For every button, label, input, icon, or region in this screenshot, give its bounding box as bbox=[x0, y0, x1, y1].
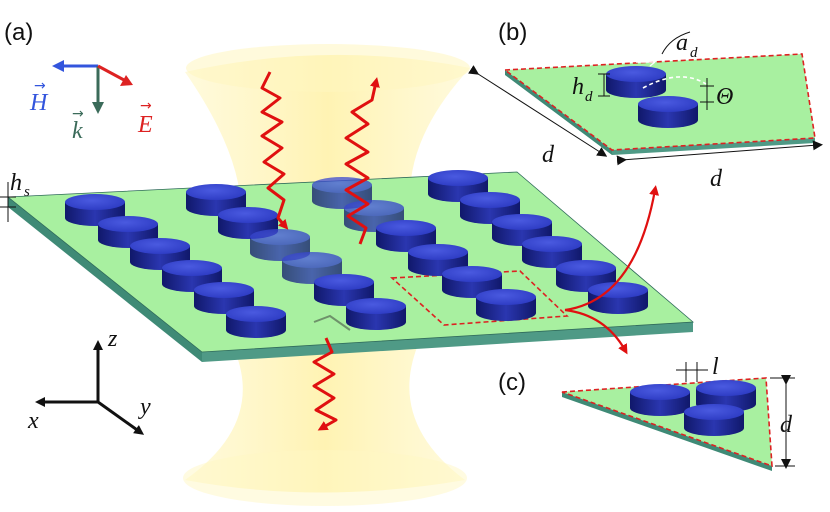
h-vector-arrow: → bbox=[34, 78, 46, 94]
nanodisk bbox=[346, 298, 406, 330]
inset-c-disk-3 bbox=[684, 404, 744, 436]
k-vector-arrow: → bbox=[72, 106, 84, 122]
pointer-to-b bbox=[564, 185, 660, 312]
nanodisk bbox=[226, 306, 286, 338]
k-vector-label: k bbox=[72, 118, 83, 144]
d-c-label: d bbox=[780, 412, 793, 438]
ad-label: a bbox=[676, 30, 688, 56]
hd-label: h bbox=[572, 74, 584, 100]
axis-z-label: z bbox=[107, 326, 118, 352]
transmitted-wave-shadow bbox=[313, 314, 351, 331]
hd-subscript: d bbox=[585, 89, 593, 105]
inset-b-disk-2 bbox=[638, 96, 698, 128]
axis-x-label: x bbox=[27, 408, 39, 434]
d-left-label: d bbox=[542, 142, 555, 168]
hs-subscript: s bbox=[24, 184, 30, 200]
d-bottom-label: d bbox=[710, 166, 723, 192]
hs-dimension: h s bbox=[0, 170, 30, 222]
incident-wave-2 bbox=[344, 77, 380, 245]
axis-y-label: y bbox=[138, 394, 151, 420]
inset-c-disk-1 bbox=[630, 384, 690, 416]
inset-b-unit-cell: a d h d Θ d d bbox=[468, 30, 823, 192]
hs-label: h bbox=[10, 170, 22, 196]
pointer-to-c bbox=[564, 308, 628, 355]
light-beam-lower bbox=[183, 340, 467, 506]
l-label: l bbox=[712, 354, 719, 380]
incident-wave-1 bbox=[260, 71, 289, 230]
ad-subscript: d bbox=[690, 45, 698, 61]
theta-label: Θ bbox=[716, 84, 733, 110]
field-vector-triad: H → k → E → bbox=[29, 60, 153, 144]
panel-label-b: (b) bbox=[498, 19, 527, 46]
h-field-label: H bbox=[29, 90, 49, 116]
transmitted-wave bbox=[312, 337, 338, 431]
panel-label-a: (a) bbox=[4, 19, 33, 46]
panel-label-c: (c) bbox=[498, 369, 526, 396]
coordinate-axes: z x y bbox=[27, 326, 151, 435]
e-vector-arrow: → bbox=[140, 98, 152, 114]
inset-c-cross-section: l d bbox=[561, 354, 795, 471]
e-field-label: E bbox=[137, 112, 153, 138]
nanodisk bbox=[476, 289, 536, 321]
unit-cell-outline bbox=[390, 270, 569, 326]
